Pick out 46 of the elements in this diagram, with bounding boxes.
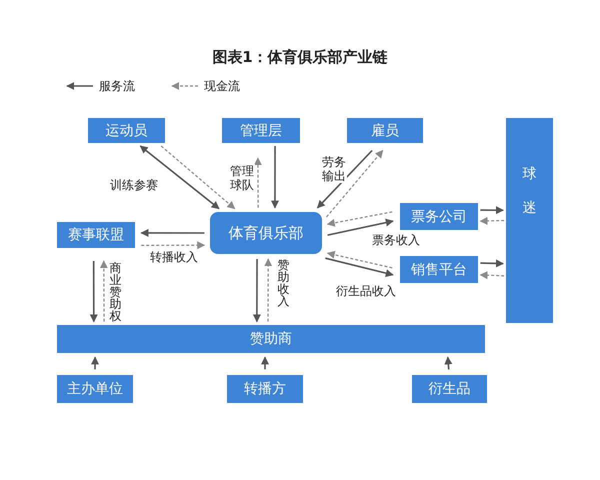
edge-label: 转播收入 — [150, 250, 198, 264]
process-box: 主办单位 — [57, 375, 133, 403]
arrow — [261, 356, 269, 370]
process-box: 管理层 — [222, 118, 300, 143]
arrow — [254, 157, 262, 208]
edge-label: 劳务输出 — [321, 155, 347, 183]
process-box: 赛事联盟 — [57, 222, 135, 248]
arrow — [316, 150, 373, 208]
edge-label: 赞助收入 — [277, 258, 290, 308]
arrow — [326, 150, 384, 218]
arrow — [141, 241, 206, 250]
arrow — [270, 146, 279, 209]
edge-label: 商业赞助权 — [109, 261, 122, 323]
arrow — [444, 356, 452, 370]
arrow — [480, 259, 504, 268]
sponsor-bar: 赞助商 — [57, 325, 485, 353]
arrow — [91, 356, 100, 370]
arrow — [90, 261, 98, 322]
process-box: 雇员 — [347, 118, 423, 143]
arrow — [140, 228, 204, 237]
legend-text: 服务流 — [99, 78, 135, 94]
edge-label: 衍生品收入 — [336, 284, 396, 298]
process-box: 销售平台 — [400, 256, 478, 283]
process-box: 票务公司 — [400, 203, 478, 230]
process-box: 运动员 — [88, 118, 165, 143]
arrow — [480, 206, 504, 214]
arrow — [252, 259, 261, 322]
process-box: 转播方 — [227, 375, 303, 403]
arrow — [327, 218, 394, 236]
arrow — [140, 145, 220, 210]
fan-bar: 球迷 — [506, 118, 553, 323]
process-box: 衍生品 — [412, 375, 487, 403]
arrow — [480, 271, 504, 280]
edge-label: 票务收入 — [372, 233, 420, 247]
chart-title: 图表1：体育俱乐部产业链 — [211, 48, 389, 67]
arrow — [326, 211, 392, 227]
edge-label: 训练参赛 — [110, 178, 158, 192]
arrow — [480, 216, 504, 225]
arrow — [100, 260, 108, 322]
arrow — [326, 250, 392, 268]
arrow — [325, 257, 394, 278]
arrow — [160, 146, 236, 210]
edge-label: 管理球队 — [229, 164, 255, 192]
legend-text: 现金流 — [204, 78, 240, 94]
club-box: 体育俱乐部 — [210, 212, 322, 254]
arrow — [264, 258, 272, 322]
